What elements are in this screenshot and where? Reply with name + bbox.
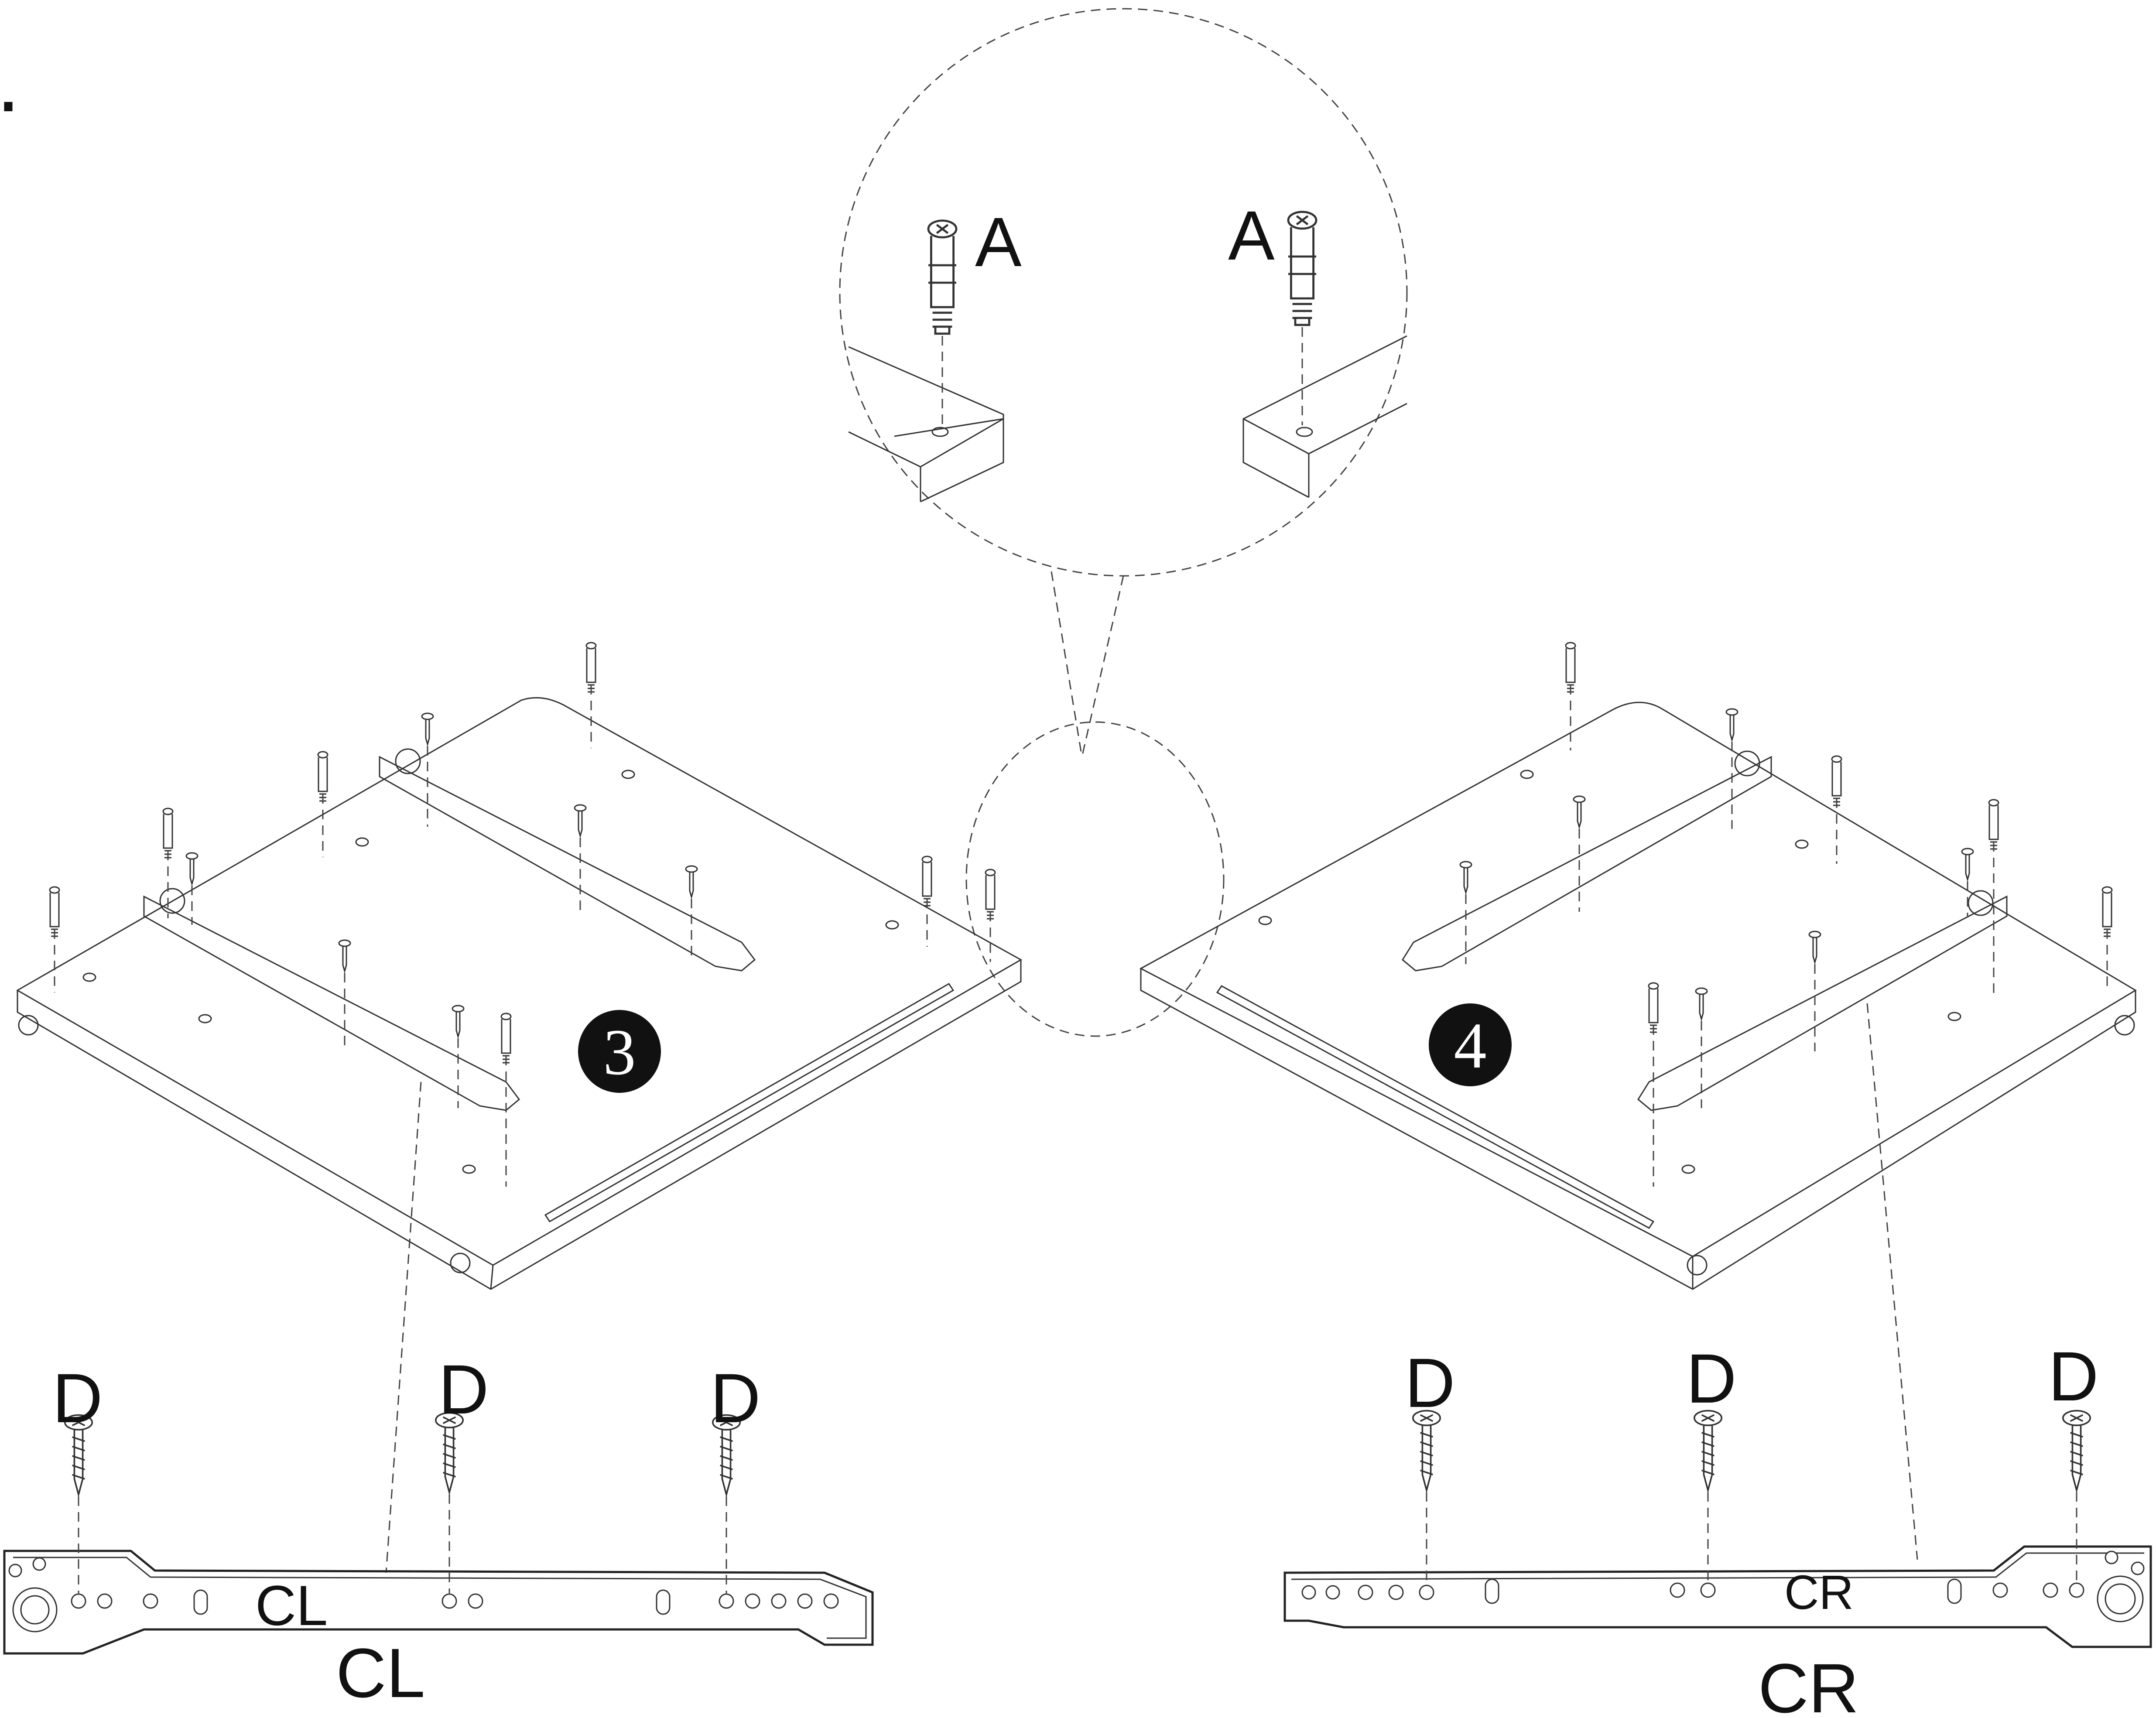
part-label-a: A bbox=[1228, 196, 1275, 274]
screw-label-d: D bbox=[710, 1359, 761, 1437]
rail-caption-cl: CL bbox=[336, 1634, 425, 1712]
drawer-slide-icon bbox=[3, 1550, 874, 1655]
screw-label-d: D bbox=[2048, 1337, 2099, 1415]
screw-label-d: D bbox=[52, 1359, 103, 1437]
left-board: 3 bbox=[16, 642, 1023, 1573]
screw-label-d: D bbox=[1686, 1339, 1737, 1417]
rail-caption-cr: CR bbox=[1758, 1649, 1859, 1718]
wood-screw-icon bbox=[1694, 1410, 1722, 1491]
rail-inner-label-cl: CL bbox=[255, 1574, 328, 1637]
step-badge-4-label: 4 bbox=[1454, 1010, 1487, 1082]
step-badge-3 bbox=[578, 1010, 661, 1093]
zoom-callout: A A bbox=[839, 8, 1408, 1037]
step-badge-3-label: 3 bbox=[603, 1016, 636, 1088]
screw-label-d: D bbox=[1405, 1344, 1455, 1422]
part-label-a: A bbox=[975, 203, 1022, 281]
rail-inner-label-cr: CR bbox=[1784, 1566, 1854, 1619]
cam-dowel-icon bbox=[928, 221, 956, 334]
wood-screw-icon bbox=[2062, 1410, 2091, 1491]
step-label: 2. bbox=[0, 33, 21, 130]
cam-dowel-icon bbox=[1288, 212, 1316, 325]
drawer-slide-icon bbox=[1283, 1545, 2152, 1648]
right-board: 4 bbox=[1139, 642, 2137, 1560]
screw-label-d: D bbox=[438, 1350, 489, 1428]
step-badge-4 bbox=[1429, 1003, 1512, 1086]
wood-screw-icon bbox=[1412, 1410, 1441, 1491]
